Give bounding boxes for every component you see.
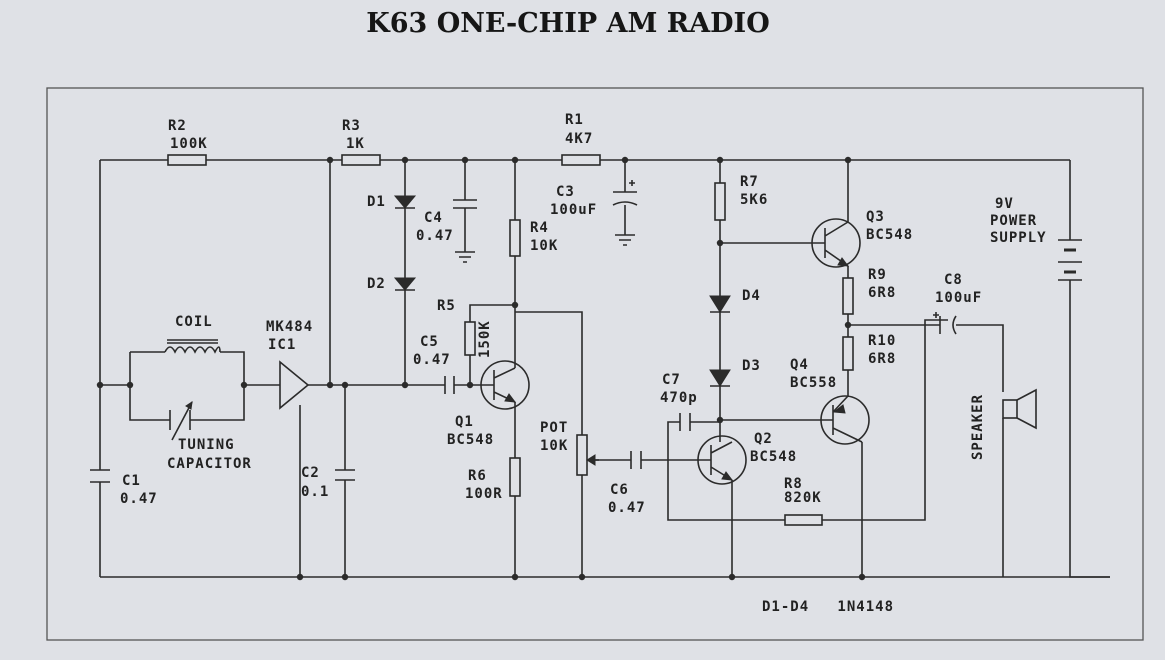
capacitor-c3: [612, 180, 638, 246]
label-tuning-2: CAPACITOR: [167, 456, 252, 472]
diode-d3: [709, 369, 731, 387]
resistor-r3: [341, 154, 381, 166]
diode-d2: [393, 277, 417, 291]
label-r9-ref: R9: [868, 267, 887, 283]
label-speaker: SPEAKER: [970, 394, 986, 460]
label-r4-ref: R4: [530, 220, 549, 236]
capacitor-c5: [444, 376, 455, 394]
wires: [99, 159, 1110, 578]
label-d4-ref: D4: [742, 288, 761, 304]
label-c5-value: 0.47: [413, 352, 451, 368]
label-r3-ref: R3: [342, 118, 361, 134]
label-q3-ref: Q3: [866, 209, 885, 225]
capacitor-c2: [335, 469, 355, 481]
speaker-icon: [1002, 388, 1037, 430]
diode-note: D1-D4 1N4148: [762, 599, 894, 615]
label-r5-value: 150K: [477, 320, 493, 358]
label-r10-ref: R10: [868, 333, 896, 349]
label-c7-ref: C7: [662, 372, 681, 388]
label-d1-ref: D1: [367, 194, 386, 210]
label-r4-value: 10K: [530, 238, 558, 254]
capacitor-c1: [90, 469, 110, 483]
capacitor-c6: [630, 451, 642, 469]
label-ic1-name: MK484: [266, 319, 313, 335]
label-c7-value: 470p: [660, 390, 698, 406]
label-c4-value: 0.47: [416, 228, 454, 244]
junction-dots: [96, 156, 866, 581]
label-c8-value: 100uF: [935, 290, 982, 306]
resistor-r10: [842, 336, 854, 371]
label-c6-ref: C6: [610, 482, 629, 498]
label-c2-ref: C2: [301, 465, 320, 481]
transistor-q4: [818, 395, 870, 445]
label-c1-ref: C1: [122, 473, 141, 489]
transistor-q2: [697, 435, 747, 485]
resistor-r6: [509, 457, 521, 497]
label-r8-value: 820K: [784, 490, 822, 506]
label-power-3: SUPPLY: [990, 230, 1047, 246]
label-r7-ref: R7: [740, 174, 759, 190]
label-r7-value: 5K6: [740, 192, 768, 208]
label-r8-ref: R8: [784, 476, 803, 492]
label-r6-ref: R6: [468, 468, 487, 484]
capacitor-c8: [933, 312, 957, 335]
label-c1-value: 0.47: [120, 491, 158, 507]
capacitor-c4: [453, 199, 477, 263]
coil-inductor: [164, 339, 221, 354]
label-ic1-ref: IC1: [268, 337, 296, 353]
resistor-r9: [842, 277, 854, 315]
label-d2-ref: D2: [367, 276, 386, 292]
label-c2-value: 0.1: [301, 484, 329, 500]
label-q2-value: BC548: [750, 449, 797, 465]
label-q1-value: BC548: [447, 432, 494, 448]
label-d3-ref: D3: [742, 358, 761, 374]
resistor-r8: [784, 514, 823, 526]
resistor-r5: [464, 321, 476, 356]
label-r3-value: 1K: [346, 136, 365, 152]
tuning-capacitor: [169, 400, 193, 441]
label-power-1: 9V: [995, 196, 1014, 212]
label-r5-ref: R5: [437, 298, 456, 314]
label-pot-value: 10K: [540, 438, 568, 454]
label-c5-ref: C5: [420, 334, 439, 350]
labels: R2 100K R3 1K R1 4K7 C3 100uF R7 5K6 Q3 …: [120, 112, 1047, 615]
battery-icon: [1058, 239, 1082, 281]
label-c8-ref: C8: [944, 272, 963, 288]
transistor-q3: [811, 218, 861, 268]
label-q4-value: BC558: [790, 375, 837, 391]
label-r1-value: 4K7: [565, 131, 593, 147]
resistor-r4: [509, 219, 521, 257]
label-tuning-1: TUNING: [178, 437, 235, 453]
label-q1-ref: Q1: [455, 414, 474, 430]
resistor-r7: [714, 182, 726, 221]
resistor-r2: [167, 154, 207, 166]
label-c3-value: 100uF: [550, 202, 597, 218]
label-c6-value: 0.47: [608, 500, 646, 516]
label-c4-ref: C4: [424, 210, 443, 226]
label-power-2: POWER: [990, 213, 1037, 229]
label-coil: COIL: [175, 314, 213, 330]
transistor-q1: [480, 360, 530, 410]
diode-d4: [709, 295, 731, 313]
ic1-mk484: [279, 360, 310, 410]
label-pot-ref: POT: [540, 420, 568, 436]
label-r1-ref: R1: [565, 112, 584, 128]
label-r6-value: 100R: [465, 486, 503, 502]
label-c3-ref: C3: [556, 184, 575, 200]
label-r2-ref: R2: [168, 118, 187, 134]
label-r2-value: 100K: [170, 136, 208, 152]
label-q3-value: BC548: [866, 227, 913, 243]
potentiometer-pot: [576, 434, 599, 476]
label-q2-ref: Q2: [754, 431, 773, 447]
schematic-border: [46, 87, 1144, 641]
label-r9-value: 6R8: [868, 285, 896, 301]
diode-d1: [393, 195, 417, 209]
resistor-r1: [561, 154, 601, 166]
label-r10-value: 6R8: [868, 351, 896, 367]
label-q4-ref: Q4: [790, 357, 809, 373]
schematic-title: K63 ONE-CHIP AM RADIO: [366, 8, 769, 39]
capacitor-c7: [679, 413, 691, 431]
